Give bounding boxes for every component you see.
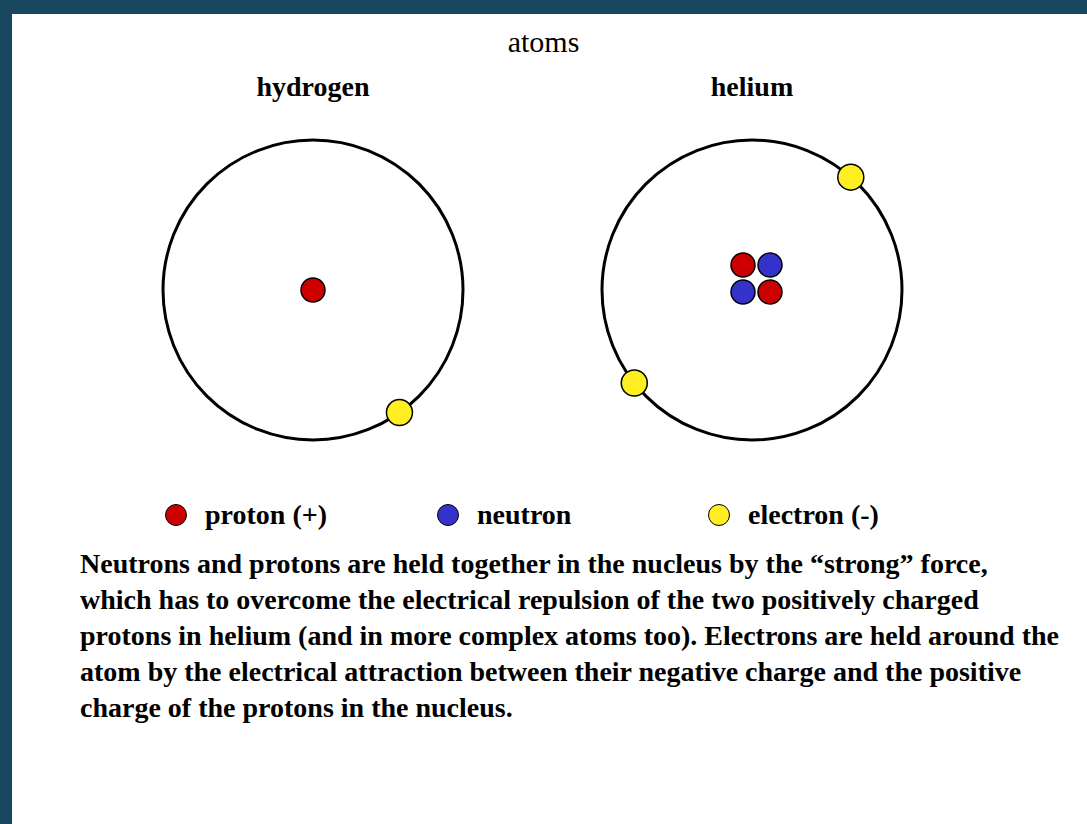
nucleon-particle	[758, 280, 782, 304]
nucleon-particle	[731, 253, 755, 277]
electron-orbit	[163, 140, 463, 440]
atom-figure: hydrogen	[148, 70, 478, 450]
legend-swatch	[708, 504, 730, 526]
legend-label: neutron	[477, 497, 571, 533]
atom-name: hydrogen	[148, 70, 478, 104]
legend-swatch	[165, 504, 187, 526]
diagram-title: atoms	[0, 24, 1087, 60]
caption-text: Neutrons and protons are held together i…	[80, 546, 1065, 726]
electron-particle	[621, 370, 647, 396]
nucleon-particle	[731, 280, 755, 304]
legend-label: electron (-)	[748, 497, 879, 533]
electron-particle	[386, 400, 412, 426]
legend-label: proton (+)	[205, 497, 327, 533]
electron-particle	[838, 164, 864, 190]
atom-illustration	[148, 70, 478, 450]
nucleon-particle	[301, 278, 325, 302]
atom-illustration	[587, 70, 917, 450]
nucleon-particle	[758, 253, 782, 277]
legend-swatch	[437, 504, 459, 526]
atom-name: helium	[587, 70, 917, 104]
electron-orbit	[602, 140, 902, 440]
atom-figure: helium	[587, 70, 917, 450]
